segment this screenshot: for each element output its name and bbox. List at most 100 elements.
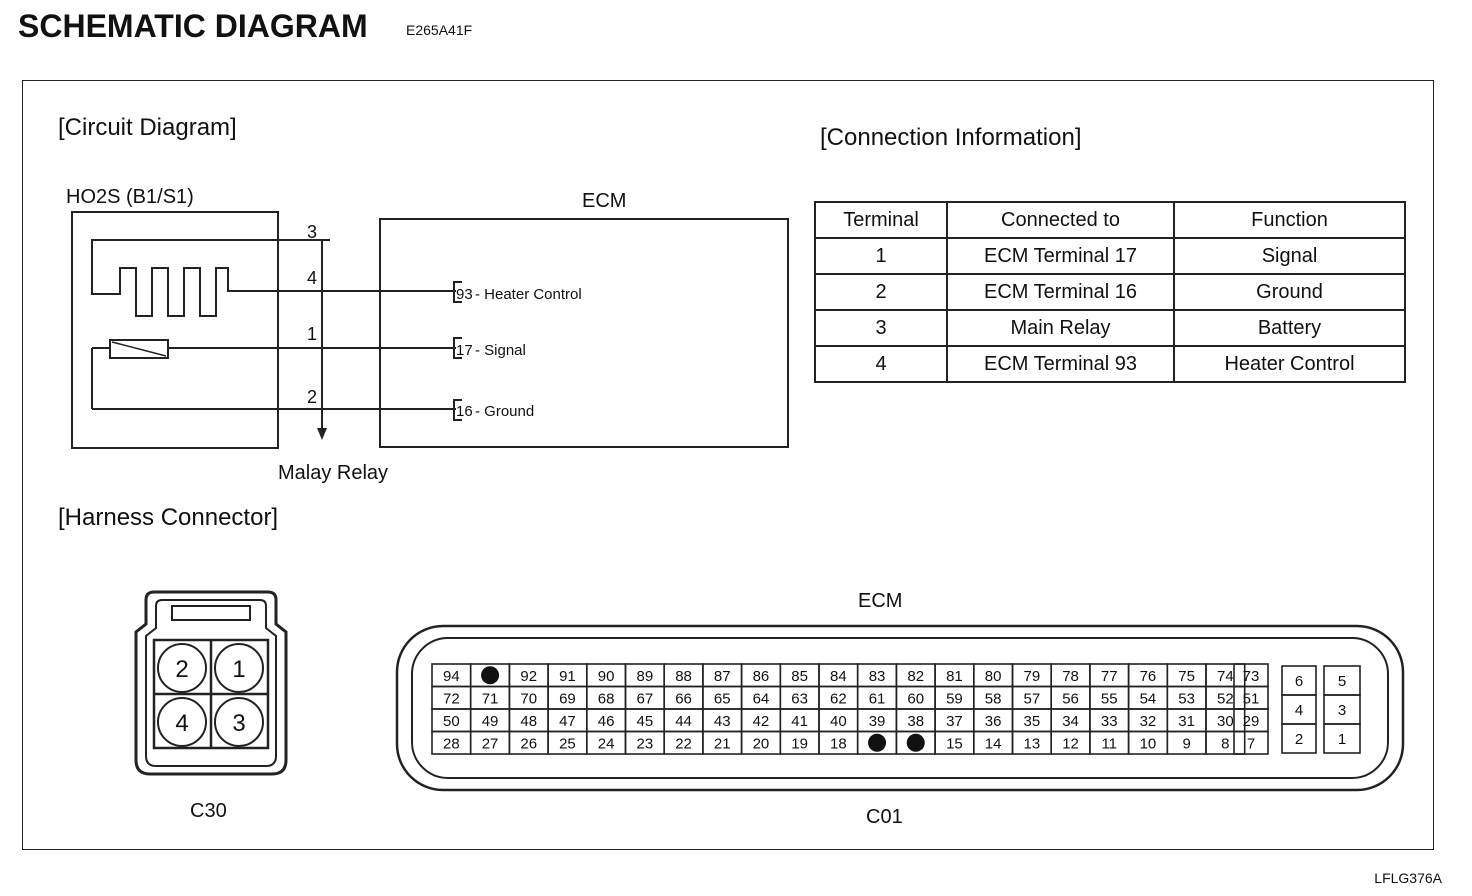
pin-number: 78: [1062, 668, 1079, 685]
pin-number: 36: [985, 713, 1002, 730]
table-cell: ECM Terminal 93: [946, 345, 1175, 383]
figure-code: LFLG376A: [1374, 870, 1442, 886]
pin-number: 43: [714, 713, 731, 730]
plug-icon: [481, 666, 500, 685]
ecm-label: ECM: [582, 190, 627, 212]
pin-number: 34: [1062, 713, 1079, 730]
pin-number: 40: [830, 713, 847, 730]
table-cell: 3: [814, 309, 948, 347]
pin-number: 47: [559, 713, 576, 730]
relay-label: Malay Relay: [278, 462, 389, 484]
table-cell: Ground: [1173, 273, 1406, 311]
harness-connector-heading: [Harness Connector]: [58, 504, 279, 531]
pin-number: 15: [946, 735, 963, 752]
table-cell: 4: [814, 345, 948, 383]
pin-number: 29: [1243, 713, 1260, 730]
pin-number: 59: [946, 690, 963, 707]
pin-number: 75: [1178, 668, 1195, 685]
pin-number: 4: [1295, 702, 1303, 719]
pin-label: 1: [307, 324, 317, 344]
pin-cell: [1323, 723, 1361, 754]
table-header: Connected to: [946, 201, 1175, 239]
pin-number: 9: [1182, 735, 1190, 752]
pin-number: 63: [791, 690, 808, 707]
table-row: 4 ECM Terminal 93 Heater Control: [814, 345, 1406, 383]
pin-number: 30: [1217, 713, 1234, 730]
table-row: 2 ECM Terminal 16 Ground: [814, 273, 1406, 311]
diagram-code: E265A41F: [406, 22, 473, 38]
ecm-connector-title: ECM: [858, 590, 903, 612]
table-row: 3 Main Relay Battery: [814, 309, 1406, 347]
pin-number: 26: [520, 735, 537, 752]
pin-number: 69: [559, 690, 576, 707]
pin-number: 81: [946, 668, 963, 685]
pin-number: 51: [1243, 690, 1260, 707]
pin-label: 3: [307, 222, 317, 242]
ecm-terminal-num: 16: [456, 403, 473, 420]
pin-number: 10: [1140, 735, 1157, 752]
table-header: Function: [1173, 201, 1406, 239]
pin-number: 22: [675, 735, 692, 752]
pin-cell: [1233, 730, 1269, 755]
pin-number: 84: [830, 668, 847, 685]
pin-cell: [1205, 730, 1246, 755]
pin-number: 45: [637, 713, 654, 730]
pin-number: 57: [1024, 690, 1041, 707]
pin-number: 94: [443, 668, 460, 685]
pin-number: 28: [443, 735, 460, 752]
pin-number: 60: [907, 690, 924, 707]
pin-number: 46: [598, 713, 615, 730]
pin-number: 58: [985, 690, 1002, 707]
pin-number: 49: [482, 713, 499, 730]
table-cell: ECM Terminal 17: [946, 237, 1175, 275]
diagram-frame: [22, 80, 1434, 850]
pin-number: 91: [559, 668, 576, 685]
circuit-diagram-heading: [Circuit Diagram]: [58, 114, 237, 141]
pin-number: 27: [482, 735, 499, 752]
connection-info-heading: [Connection Information]: [820, 124, 1082, 151]
pin-number: 48: [520, 713, 537, 730]
pin-number: 92: [520, 668, 537, 685]
pin-cell: [1281, 723, 1317, 754]
pin-number: 70: [520, 690, 537, 707]
plug-icon: [868, 733, 887, 752]
connection-table: Terminal Connected to Function 1 ECM Ter…: [814, 201, 1406, 383]
table-cell: 1: [814, 237, 948, 275]
c30-label: C30: [190, 800, 227, 822]
sensor-label: HO2S (B1/S1): [66, 186, 194, 208]
ecm-terminal-label: - Ground: [475, 403, 534, 420]
pin-number: 21: [714, 735, 731, 752]
pin-label: 4: [307, 268, 317, 288]
pin-number: 33: [1101, 713, 1118, 730]
pin-number: 35: [1024, 713, 1041, 730]
pin-number: 76: [1140, 668, 1157, 685]
pin-number: 5: [1338, 673, 1346, 690]
pin-number: 41: [791, 713, 808, 730]
c30-pin: 2: [175, 656, 188, 683]
table-cell: Main Relay: [946, 309, 1175, 347]
pin-number: 24: [598, 735, 615, 752]
pin-number: 68: [598, 690, 615, 707]
ecm-terminal-label: - Signal: [475, 342, 526, 359]
pin-number: 18: [830, 735, 847, 752]
pin-number: 66: [675, 690, 692, 707]
pin-number: 38: [907, 713, 924, 730]
table-row: 1 ECM Terminal 17 Signal: [814, 237, 1406, 275]
pin-number: 23: [637, 735, 654, 752]
heater-element-icon: [91, 240, 456, 317]
pin-number: 73: [1243, 668, 1260, 685]
c30-pin: 1: [232, 656, 245, 683]
pin-number: 55: [1101, 690, 1118, 707]
pin-number: 88: [675, 668, 692, 685]
pin-number: 8: [1221, 735, 1229, 752]
pin-number: 83: [869, 668, 886, 685]
pin-number: 32: [1140, 713, 1157, 730]
pin-number: 71: [482, 690, 499, 707]
pin-number: 54: [1140, 690, 1157, 707]
pin-number: 44: [675, 713, 692, 730]
plug-icon: [906, 733, 925, 752]
pin-number: 25: [559, 735, 576, 752]
ecm-terminal-num: 17: [456, 342, 473, 359]
